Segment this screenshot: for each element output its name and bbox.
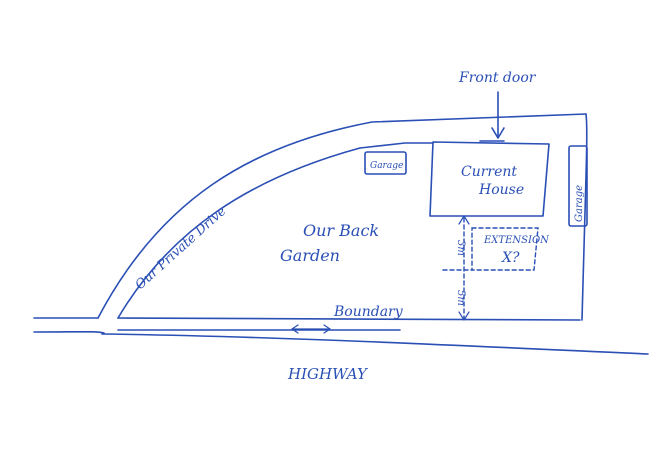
current-house xyxy=(429,140,550,217)
extension-mark: X? xyxy=(501,250,520,266)
front-door-label: Front door xyxy=(458,70,537,86)
highway-edge xyxy=(101,333,649,355)
current-house-label-line2: House xyxy=(478,182,524,198)
private-drive-label: Our Private Drive xyxy=(133,204,230,293)
measurement-line xyxy=(458,215,470,321)
boundary-line xyxy=(33,317,581,334)
drive-to-house-line xyxy=(359,142,434,149)
measure-lower-label: 5m xyxy=(455,290,466,306)
extension-label: EXTENSION xyxy=(483,235,550,246)
boundary-label: Boundary xyxy=(333,304,404,320)
measure-upper-label: 3m xyxy=(455,240,466,256)
garage-left-label: Garage xyxy=(370,161,403,171)
extension-outline xyxy=(471,227,539,271)
back-garden-label-line1: Our Back xyxy=(303,221,379,240)
garage-right-box xyxy=(568,145,588,227)
current-house-label-line1: Current xyxy=(461,164,517,180)
private-drive-road xyxy=(97,113,587,319)
garage-right-label: Garage xyxy=(574,185,585,222)
highway-label: HIGHWAY xyxy=(287,365,369,383)
back-garden-label-line2: Garden xyxy=(280,246,340,265)
front-door-arrow xyxy=(491,91,505,139)
boundary-arrow xyxy=(291,324,331,334)
garage-left-box xyxy=(364,151,407,175)
